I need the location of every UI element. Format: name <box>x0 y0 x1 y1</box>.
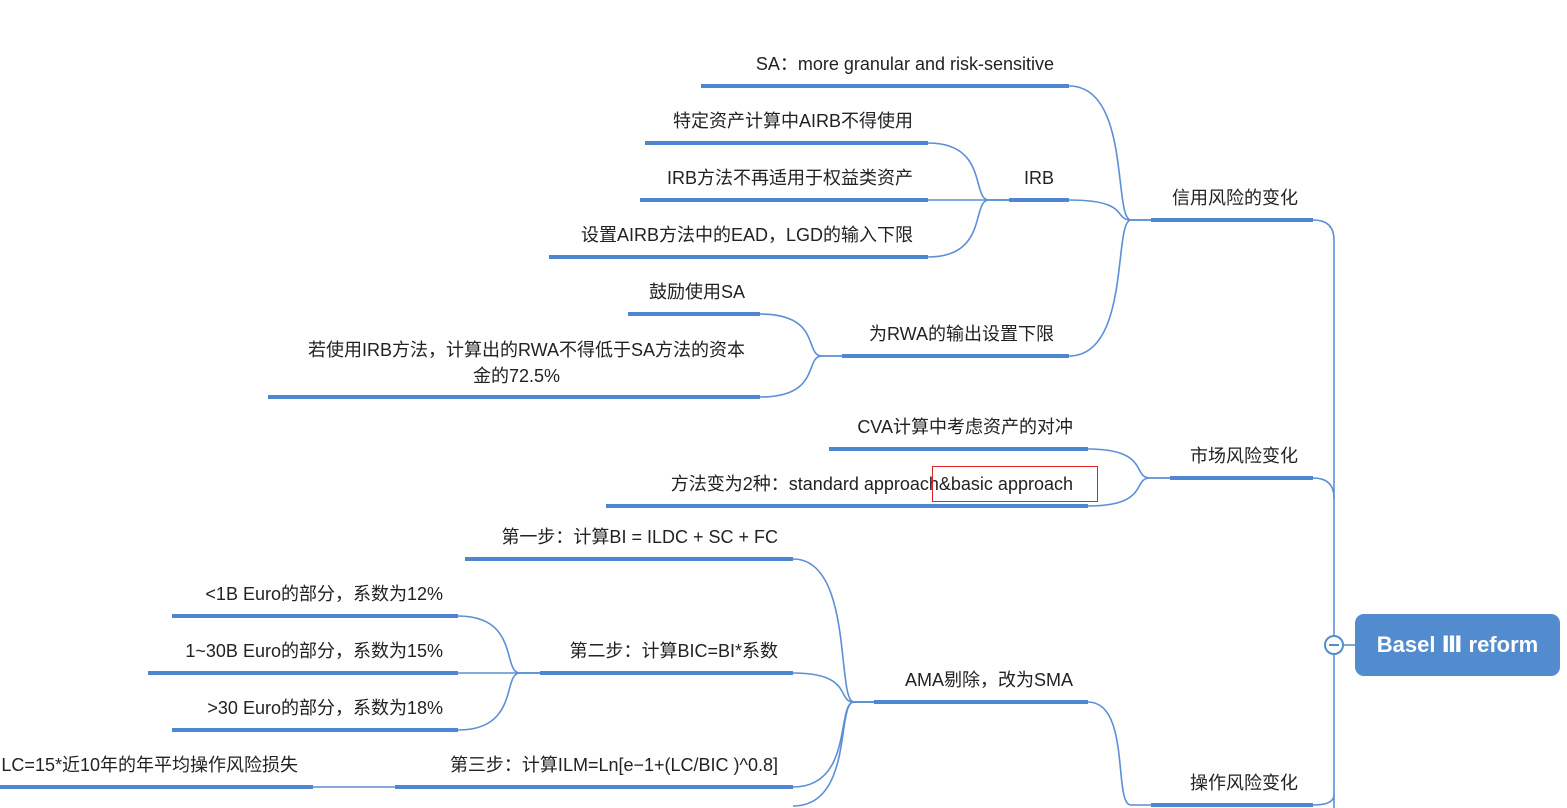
topic-credit[interactable]: 信用风险的变化 <box>1172 188 1298 208</box>
topic-rwa-floor-underline <box>842 354 1069 358</box>
topic-airb-specific-underline <box>645 141 928 145</box>
topic-sa-underline <box>701 84 1069 88</box>
topic-coef-15-underline <box>148 671 458 675</box>
topic-airb-floor-underline <box>549 255 928 259</box>
connector <box>1087 701 1151 806</box>
topic-market[interactable]: 市场风险变化 <box>1190 446 1298 466</box>
topic-lc[interactable]: LC=15*近10年的年平均操作风险损失 <box>1 755 298 775</box>
topic-encourage-sa[interactable]: 鼓励使用SA <box>648 282 745 302</box>
topic-market-underline <box>1170 476 1313 480</box>
topic-rwa-floor[interactable]: 为RWA的输出设置下限 <box>868 324 1054 344</box>
collapse-toggle-icon[interactable] <box>1324 635 1344 655</box>
topic-step1-underline <box>465 557 793 561</box>
topic-ama-underline <box>874 700 1088 704</box>
connector <box>759 355 842 398</box>
topic-coef-12[interactable]: <1B Euro的部分，系数为12% <box>205 584 443 604</box>
connector <box>1068 85 1151 221</box>
topic-cva[interactable]: CVA计算中考虑资产的对冲 <box>857 417 1073 437</box>
topic-step2[interactable]: 第二步：计算BIC=BI*系数 <box>569 641 778 661</box>
topic-step3[interactable]: 第三步：计算ILM=Ln[e−1+(LC/BIC )^0.8] <box>449 755 778 775</box>
connector <box>1087 448 1170 479</box>
connector <box>1087 477 1170 507</box>
connector <box>1068 199 1151 221</box>
root-topic[interactable]: Basel Ⅲ reform <box>1355 614 1560 676</box>
topic-encourage-sa-underline <box>628 312 760 316</box>
topic-irb[interactable]: IRB <box>1023 168 1054 188</box>
connector <box>759 313 842 357</box>
topic-coef-18-underline <box>172 728 458 732</box>
connector <box>457 672 540 731</box>
topic-step3-underline <box>395 785 793 789</box>
topic-operational[interactable]: 操作风险变化 <box>1190 773 1298 793</box>
highlight-box <box>932 466 1098 502</box>
topic-irb-equity[interactable]: IRB方法不再适用于权益类资产 <box>666 168 913 188</box>
connector <box>792 701 874 807</box>
topic-lc-underline <box>0 785 313 789</box>
topic-two-methods[interactable]: 方法变为2种：standard approach&basic approach <box>670 474 1073 494</box>
topic-airb-floor[interactable]: 设置AIRB方法中的EAD，LGD的输入下限 <box>580 225 913 245</box>
topic-coef-18[interactable]: >30 Euro的部分，系数为18% <box>207 698 443 718</box>
topic-step2-underline <box>540 671 793 675</box>
topic-sa[interactable]: SA：more granular and risk-sensitive <box>755 54 1054 74</box>
topic-two-methods-underline <box>606 504 1088 508</box>
topic-rwa-72[interactable]: 金的72.5% <box>472 366 560 386</box>
connector <box>792 672 874 703</box>
topic-ama[interactable]: AMA剔除，改为SMA <box>904 670 1073 690</box>
topic-coef-15[interactable]: 1~30B Euro的部分，系数为15% <box>185 641 443 661</box>
topic-irb-underline <box>1009 198 1069 202</box>
topic-rwa-72[interactable]: 若使用IRB方法，计算出的RWA不得低于SA方法的资本 <box>307 340 745 360</box>
topic-cva-underline <box>829 447 1088 451</box>
connector <box>457 615 540 674</box>
root-label: Basel Ⅲ reform <box>1376 632 1539 657</box>
connector <box>1068 219 1151 357</box>
topic-step1[interactable]: 第一步：计算BI = ILDC + SC + FC <box>501 527 778 547</box>
connector <box>1312 794 1335 806</box>
connector <box>1312 477 1335 499</box>
topic-credit-underline <box>1151 218 1313 222</box>
topic-airb-specific[interactable]: 特定资产计算中AIRB不得使用 <box>672 111 913 131</box>
topic-operational-underline <box>1151 803 1313 807</box>
topic-irb-equity-underline <box>640 198 928 202</box>
connector <box>927 142 1009 201</box>
topic-coef-12-underline <box>172 614 458 618</box>
topic-rwa-72-underline <box>268 395 760 399</box>
connector <box>792 558 874 703</box>
connector-trunk <box>1312 219 1335 808</box>
connector <box>927 199 1009 258</box>
